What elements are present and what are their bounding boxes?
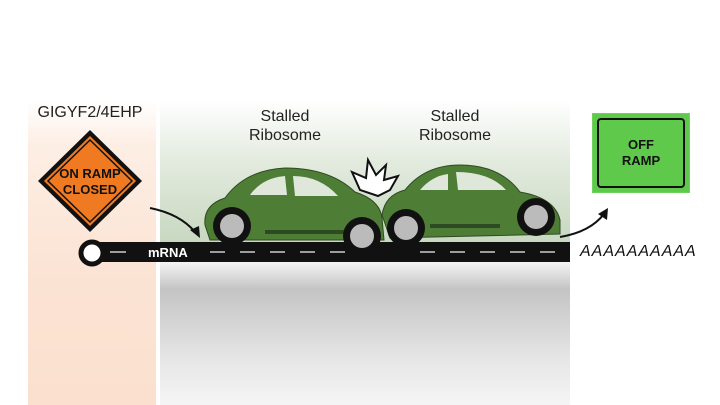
enzyme-label: GIGYF2/4EHP [37,104,143,121]
on-ramp-sign-text: ON RAMP CLOSED [50,166,130,198]
off-ramp-line2: RAMP [621,153,661,168]
on-ramp-closed-sign [38,130,142,232]
off-ramp-line1: OFF [628,137,654,152]
collision-burst-icon [350,156,401,198]
mrna-label: mRNA [148,245,188,260]
stalled-ribosome-car-right [381,164,561,247]
stalled-ribosome-car-left [204,167,385,255]
polya-tail-label: AAAAAAAAAA [580,243,697,260]
exit-arrow-icon [559,213,605,238]
off-ramp-sign: OFF RAMP [592,113,690,193]
stalled-ribosome-label-left: Stalled Ribosome [248,108,322,144]
entry-arrow-icon [149,207,196,233]
on-ramp-line2: CLOSED [62,182,118,197]
mrna-road [86,242,570,262]
stalled-ribosome-label-right: Stalled Ribosome [418,108,492,144]
mrna-cap-icon [78,239,106,267]
on-ramp-line1: ON RAMP [59,166,121,181]
